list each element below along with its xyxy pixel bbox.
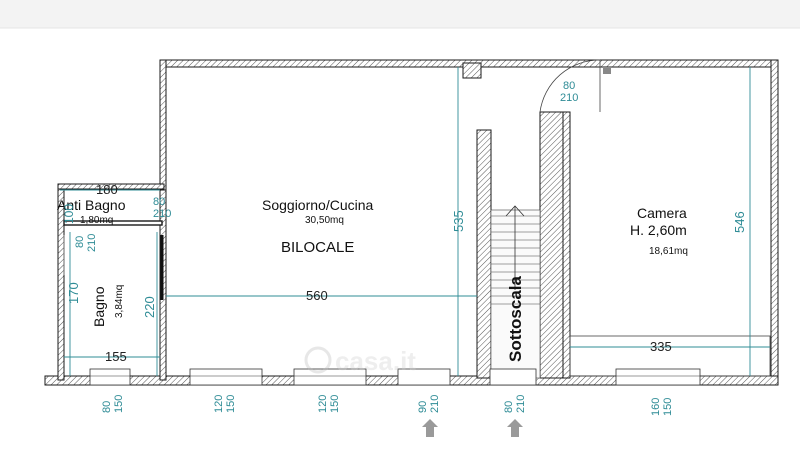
dim-camera-depth: 546 <box>732 211 747 233</box>
dim-window-1-h: 150 <box>225 395 237 413</box>
dim-anti-bagno-depth: 100 <box>62 204 76 224</box>
dim-bagno-height: 170 <box>66 282 81 304</box>
unit-label: BILOCALE <box>281 239 354 256</box>
doors <box>63 59 611 300</box>
dim-bagno-width: 155 <box>105 349 127 364</box>
watermark: casa.it <box>304 346 416 376</box>
dim-soggiorno-depth: 535 <box>451 210 466 232</box>
dim-window-2-w: 120 <box>317 395 329 413</box>
bagno-name: Bagno <box>91 286 107 327</box>
anti-bagno-name: Anti Bagno <box>57 197 126 213</box>
bagno-area: 3,84mq <box>114 285 125 318</box>
dim-bagno-depth: 220 <box>142 296 157 318</box>
dim-window-bagno-h: 150 <box>113 395 125 413</box>
sottoscala-name: Sottoscala <box>506 275 525 362</box>
dim-camera-width: 335 <box>650 339 672 354</box>
staircase <box>490 205 541 379</box>
arrow-up-icon <box>422 419 438 437</box>
dim-entrance-2-w: 80 <box>503 401 515 413</box>
watermark-text: casa.it <box>335 346 416 376</box>
dim-camera-door-w: 80 <box>563 80 575 92</box>
dim-soggiorno-width: 560 <box>306 288 328 303</box>
windows <box>89 368 701 386</box>
camera-height: H. 2,60m <box>630 222 687 238</box>
anti-bagno-area: 1,80mq <box>80 215 113 226</box>
dim-camera-door-h: 210 <box>560 92 578 104</box>
dim-window-2-h: 150 <box>329 395 341 413</box>
soggiorno-name: Soggiorno/Cucina <box>262 197 374 213</box>
dim-bagno-door-h: 210 <box>86 234 98 252</box>
dim-anti-bagno-door-w: 80 <box>153 196 165 208</box>
camera-area: 18,61mq <box>649 246 688 257</box>
dim-anti-bagno-door-h: 210 <box>153 208 171 220</box>
arrow-up-icon <box>507 419 523 437</box>
soggiorno-area: 30,50mq <box>305 215 344 226</box>
dim-window-1-w: 120 <box>213 395 225 413</box>
camera-name: Camera <box>637 205 687 221</box>
dim-window-camera-w: 160 <box>650 398 662 416</box>
dim-bagno-door-w: 80 <box>74 236 86 248</box>
dim-window-bagno-w: 80 <box>101 401 113 413</box>
dim-window-camera-h: 150 <box>662 398 674 416</box>
dim-entrance-1-w: 90 <box>417 401 429 413</box>
dimension-lines <box>60 67 770 376</box>
dim-entrance-1-h: 210 <box>429 395 441 413</box>
header-band <box>0 0 800 28</box>
dim-entrance-2-h: 210 <box>515 395 527 413</box>
dim-anti-bagno-width: 180 <box>96 182 118 197</box>
